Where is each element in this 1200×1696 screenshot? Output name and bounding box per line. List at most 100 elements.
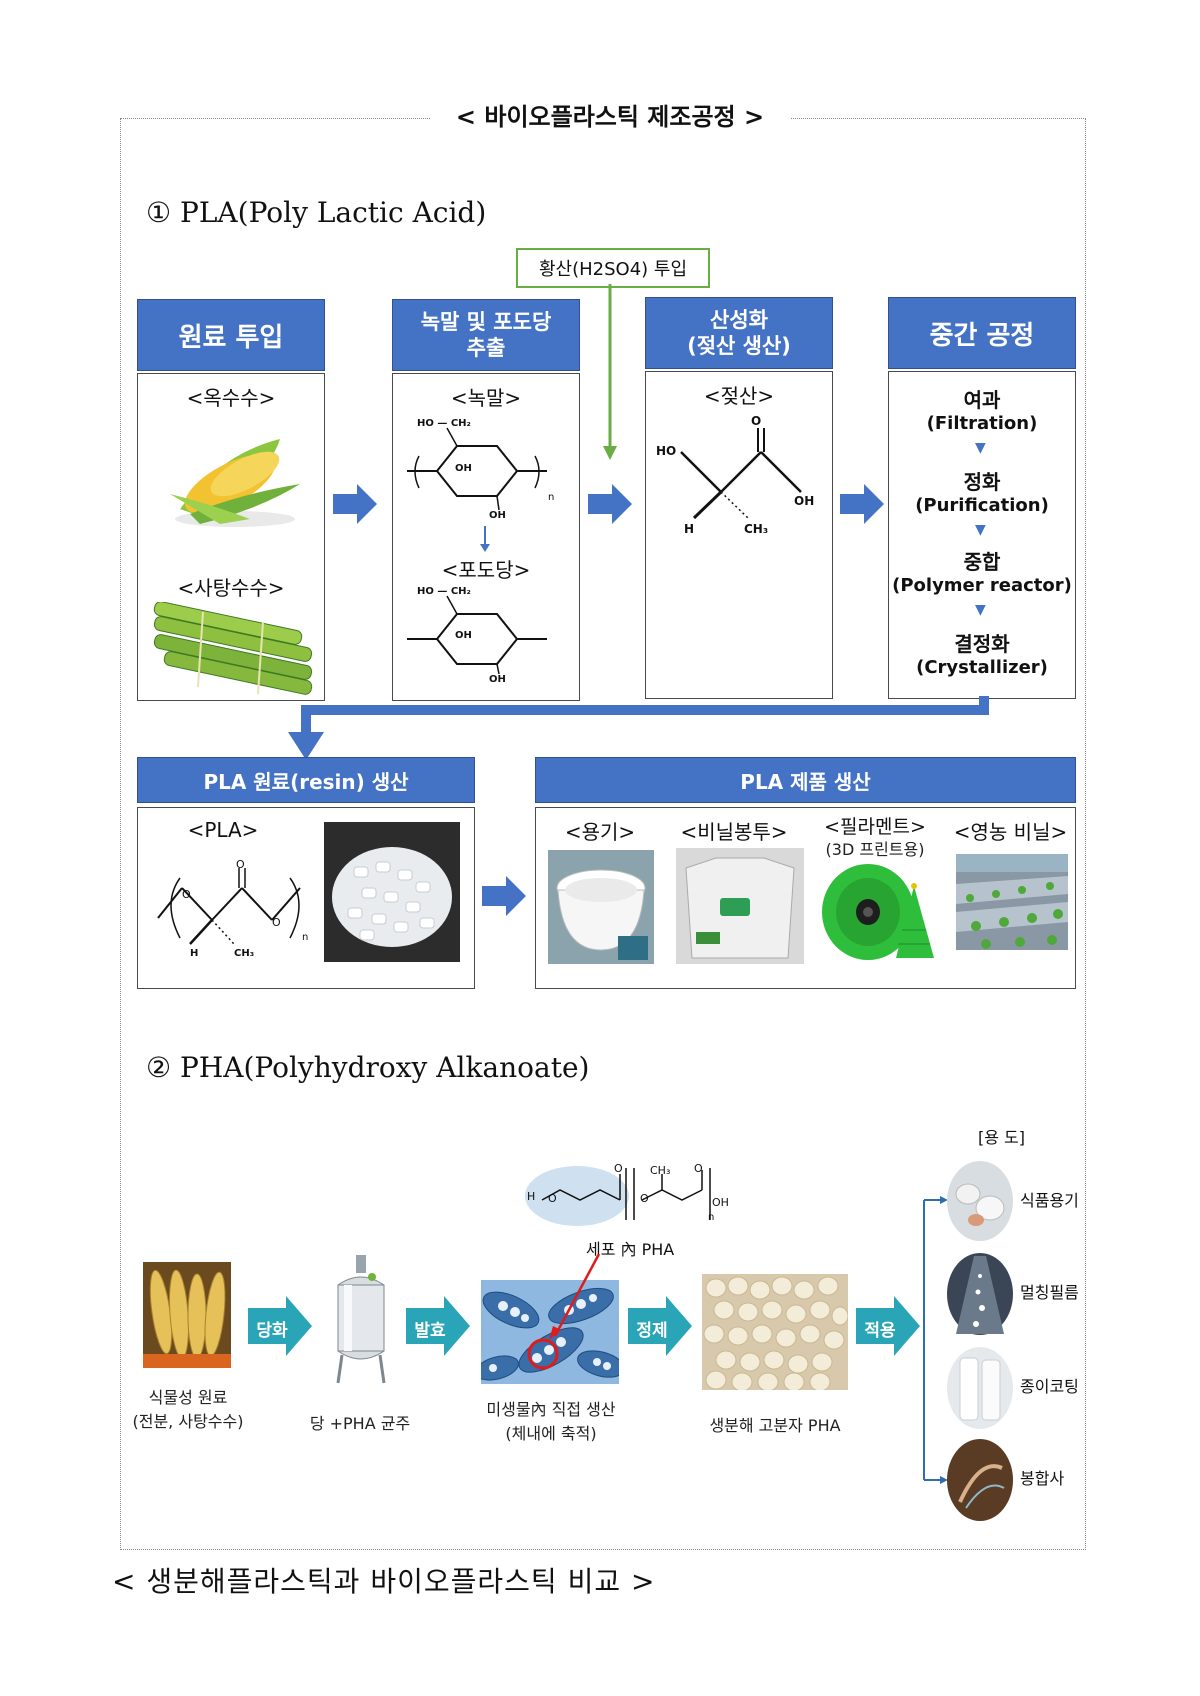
glucose-structure bbox=[407, 595, 547, 675]
use-mulching-film-label: 멀칭필름 bbox=[1020, 1283, 1079, 1302]
use-suture-image bbox=[947, 1439, 1013, 1521]
pla-section-title: ① PLA(Poly Lactic Acid) bbox=[146, 196, 487, 229]
return-flow-arrow bbox=[288, 696, 989, 760]
lactic-ho: HO bbox=[656, 444, 677, 458]
starch-n: n bbox=[548, 492, 555, 503]
extract-header-line2: 추출 bbox=[466, 336, 506, 360]
pla-pellets-image bbox=[324, 822, 460, 962]
glucose-label: <포도당> bbox=[441, 558, 531, 582]
pla-n: n bbox=[302, 932, 309, 943]
corn-label: <옥수수> bbox=[186, 386, 276, 410]
product-farm-film-label: <영농 비닐> bbox=[953, 820, 1068, 844]
acidify-box: <젖산> O HO OH H CH₃ bbox=[645, 371, 833, 699]
acidify-header-line2: (젖산 생산) bbox=[687, 334, 791, 358]
acidify-header: 산성화 (젖산 생산) bbox=[645, 297, 833, 369]
cell-pha-pointer bbox=[549, 1253, 601, 1340]
middle-process-header: 중간 공정 bbox=[888, 297, 1076, 369]
pla-resin-label: <PLA> bbox=[187, 818, 259, 842]
use-paper-coating-label: 종이코팅 bbox=[1020, 1377, 1079, 1396]
arrow-purification-label: 정제 bbox=[636, 1321, 668, 1341]
arrow-fermentation-label: 발효 bbox=[414, 1321, 446, 1341]
pla-o-left: O bbox=[182, 888, 191, 901]
product-container-image bbox=[548, 850, 654, 964]
product-farm-film-image bbox=[956, 854, 1068, 950]
step-crystallizer: 결정화 (Crystallizer) bbox=[889, 632, 1075, 680]
step-filtration: 여과 (Filtration) bbox=[889, 388, 1075, 436]
acid-input-arrow bbox=[603, 284, 617, 460]
fermenter-image bbox=[336, 1255, 386, 1384]
pha-polymer-image bbox=[702, 1274, 848, 1390]
arrow-saccharification bbox=[248, 1296, 312, 1356]
footer-caption: < 생분해플라스틱과 바이오플라스틱 비교 > bbox=[112, 1565, 656, 1598]
pha-formula bbox=[525, 1166, 711, 1226]
resin-box: <PLA> O O O H CH₃ n bbox=[137, 807, 475, 989]
stage-3-label: 미생물內 직접 생산 (체내에 축적) bbox=[478, 1396, 624, 1444]
flow-arrow-1 bbox=[333, 484, 377, 524]
flow-arrow-3 bbox=[840, 484, 884, 524]
starch-label: <녹말> bbox=[450, 386, 522, 410]
lactic-ch3: CH₃ bbox=[744, 522, 769, 536]
cell-pha-label: 세포 內 PHA bbox=[586, 1240, 675, 1259]
pla-o-right: O bbox=[272, 916, 281, 929]
plant-raw-image bbox=[143, 1262, 231, 1368]
step-purification-en: (Purification) bbox=[915, 495, 1049, 516]
starch-oh-bottom: OH bbox=[489, 510, 506, 521]
sugarcane-image bbox=[153, 602, 313, 695]
stage-3-line1: 미생물內 직접 생산 bbox=[486, 1400, 616, 1419]
pha-formula-n: n bbox=[708, 1212, 715, 1223]
arrow-purification bbox=[628, 1296, 692, 1356]
frame-title: < 바이오플라스틱 제조공정 > bbox=[430, 98, 790, 136]
starch-structure bbox=[407, 427, 547, 511]
acid-input-label: 황산(H2SO4) 투입 bbox=[538, 259, 688, 280]
stage-2-line1: 당 +PHA 균주 bbox=[309, 1414, 411, 1433]
extract-box: <녹말> HO — CH₂ OH OH n <포도당> HO — CH₂ OH … bbox=[392, 373, 580, 701]
pha-formula-o2: O bbox=[614, 1162, 623, 1175]
product-filament-sub: (3D 프린트용) bbox=[825, 840, 925, 859]
product-header-label: PLA 제품 생산 bbox=[740, 769, 871, 794]
use-mulching-film-image bbox=[947, 1253, 1013, 1335]
arrow-saccharification-label: 당화 bbox=[256, 1321, 288, 1341]
product-box: <용기> <비닐봉투> <필라멘트> (3D 프린트용) <영농 비닐> bbox=[535, 807, 1076, 989]
pha-formula-o4: O bbox=[694, 1162, 703, 1175]
stage-4-label: 생분해 고분자 PHA bbox=[702, 1412, 848, 1436]
pla-ch3: CH₃ bbox=[234, 948, 255, 959]
step-crystallizer-ko: 결정화 bbox=[954, 632, 1010, 656]
pha-formula-oh: OH bbox=[712, 1196, 729, 1209]
stage-1-label: 식물성 원료 (전분, 사탕수수) bbox=[126, 1384, 250, 1432]
starch-oh-inner: OH bbox=[455, 463, 472, 474]
flow-arrow-2 bbox=[588, 484, 632, 524]
use-suture-label: 봉합사 bbox=[1020, 1469, 1065, 1488]
lactic-h: H bbox=[684, 522, 695, 536]
step-purification-ko: 정화 bbox=[963, 470, 1001, 494]
pla-structure bbox=[157, 868, 301, 945]
step-arrow-2: ▼ bbox=[975, 522, 986, 538]
stage-3-line2: (체내에 축적) bbox=[505, 1424, 597, 1443]
stage-1-line1: 식물성 원료 bbox=[148, 1388, 228, 1407]
lactic-acid-structure bbox=[680, 428, 802, 520]
glucose-oh-inner: OH bbox=[455, 630, 472, 641]
product-filament-label: <필라멘트> bbox=[824, 816, 926, 838]
pha-formula-o3: O bbox=[640, 1192, 649, 1205]
step-arrow-3: ▼ bbox=[975, 602, 986, 618]
step-arrow-1: ▼ bbox=[975, 440, 986, 456]
pha-formula-h: H bbox=[527, 1190, 536, 1203]
step-filtration-ko: 여과 bbox=[963, 388, 1001, 412]
acid-input-box: 황산(H2SO4) 투입 bbox=[516, 248, 710, 288]
pha-formula-o1: O bbox=[548, 1192, 557, 1205]
starch-to-glucose-arrow bbox=[480, 526, 490, 552]
pha-formula-ch3: CH₃ bbox=[650, 1164, 671, 1177]
product-bag-label: <비닐봉투> bbox=[680, 820, 788, 844]
extract-header-line1: 녹말 및 포도당 bbox=[420, 310, 552, 334]
pla-h: H bbox=[190, 948, 199, 959]
raw-input-box: <옥수수> <사탕수수> bbox=[137, 373, 325, 701]
pla-o-top: O bbox=[236, 858, 245, 871]
arrow-application-label: 적용 bbox=[864, 1321, 896, 1341]
lactic-acid-label: <젖산> bbox=[703, 384, 775, 408]
stage-1-line2: (전분, 사탕수수) bbox=[132, 1412, 244, 1431]
glucose-hoch2-text: HO — CH₂ bbox=[417, 586, 471, 597]
extract-header: 녹말 및 포도당 추출 bbox=[392, 299, 580, 371]
pha-section-title: ② PHA(Polyhydroxy Alkanoate) bbox=[146, 1051, 590, 1084]
glucose-oh-bottom: OH bbox=[489, 674, 506, 685]
middle-process-header-label: 중간 공정 bbox=[929, 320, 1035, 351]
step-polymer: 중합 (Polymer reactor) bbox=[889, 550, 1075, 598]
